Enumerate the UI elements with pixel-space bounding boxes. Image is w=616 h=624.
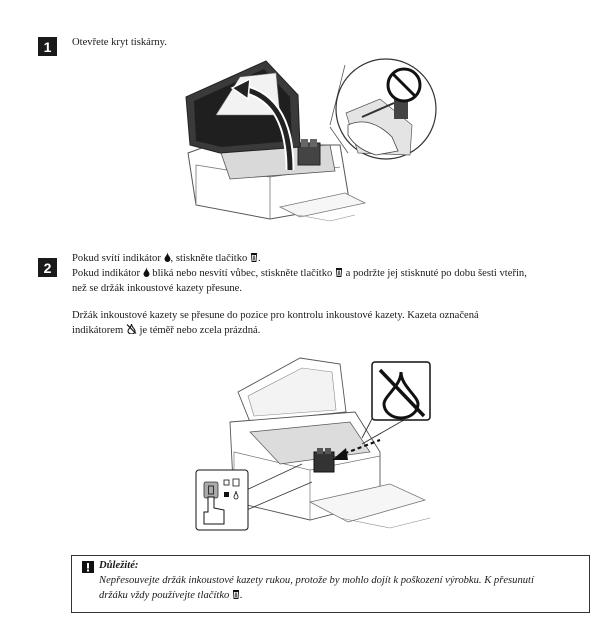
note-body-line-2: držáku vždy používejte tlačítko .	[99, 589, 583, 604]
step-2-para-2-line-2-a: indikátorem	[72, 325, 126, 336]
note-body: Nepřesouvejte držák inkoustové kazety ru…	[99, 574, 583, 603]
note-body-line-1: Nepřesouvejte držák inkoustové kazety ru…	[99, 575, 534, 586]
step-2-line-2: Pokud indikátor bliká nebo nesvítí vůbec…	[72, 266, 527, 281]
ink-drop-icon	[143, 267, 150, 277]
step-1-badge: 1	[38, 37, 57, 56]
step-2-badge: 2	[38, 258, 57, 277]
warning-icon	[82, 561, 94, 573]
step-2-line-2-b: bliká nebo nesvítí vůbec, stiskněte tlač…	[149, 268, 335, 279]
trash-icon	[232, 589, 239, 599]
cartridge-check-illustration	[195, 357, 431, 531]
step-2-para-2-line-1: Držák inkoustové kazety se přesune do po…	[72, 310, 479, 321]
note-body-line-2-a: držáku vždy používejte tlačítko	[99, 589, 232, 601]
step-2-number: 2	[43, 259, 52, 276]
step-2-line-2-a: Pokud indikátor	[72, 268, 143, 279]
step-2-line-1-a: Pokud svítí indikátor	[72, 253, 164, 264]
step-1-text: Otevřete kryt tiskárny.	[72, 37, 167, 48]
step-2-line-2-c: a podržte jej stisknuté po dobu šesti vt…	[342, 268, 527, 279]
step-2-para-2-line-2: indikátorem je téměř nebo zcela prázdná.	[72, 323, 260, 338]
note-title-text: Důležité:	[99, 560, 139, 571]
step-2-para-2-line-2-b: je téměř nebo zcela prázdná.	[136, 325, 261, 336]
trash-icon	[335, 268, 342, 277]
important-note-box	[71, 555, 590, 613]
ink-drop-icon	[164, 252, 171, 262]
note-body-line-2-c: .	[239, 589, 243, 601]
step-2-line-1: Pokud svítí indikátor , stiskněte tlačít…	[72, 251, 261, 266]
printer-open-cover-illustration	[185, 58, 437, 222]
step-2-line-1-b: , stiskněte tlačítko	[170, 253, 250, 264]
step-2-line-3: než se držák inkoustové kazety přesune.	[72, 283, 243, 294]
empty-ink-icon	[126, 323, 137, 334]
step-1-number: 1	[43, 38, 52, 55]
trash-icon	[250, 253, 257, 262]
note-title: Důležité:	[99, 560, 138, 571]
step-2-line-1-c: .	[257, 253, 261, 264]
